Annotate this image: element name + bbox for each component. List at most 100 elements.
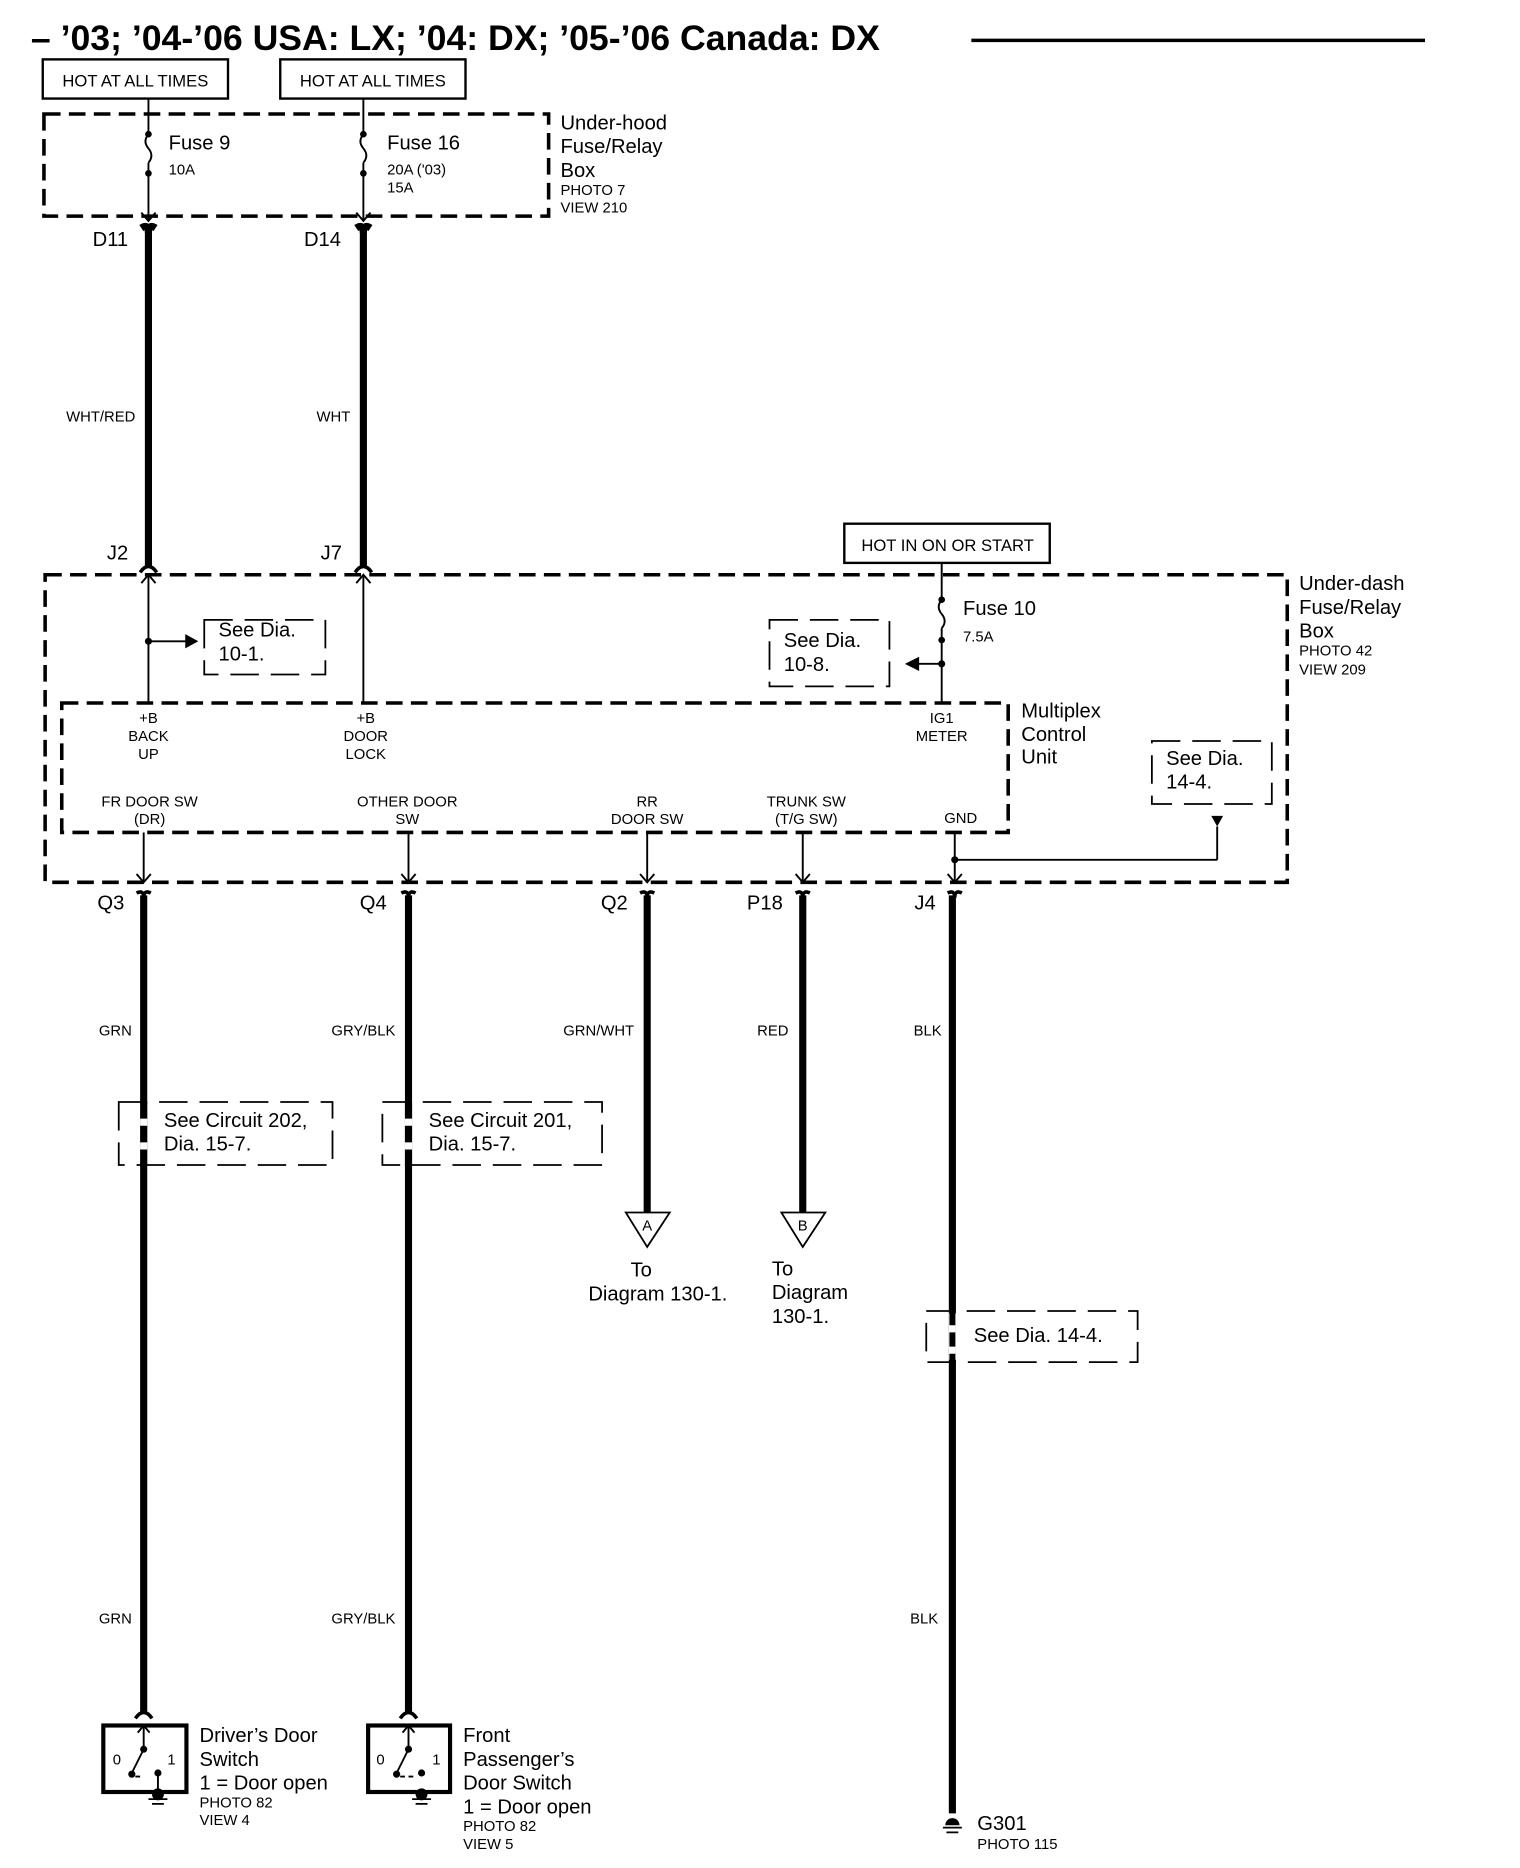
switch-state: 1 = Door open [200, 1773, 328, 1795]
fuse-9-name: Fuse 9 [169, 133, 231, 155]
pin-rr-door-sw: RR DOOR SW [611, 794, 683, 828]
switch-pos-1: 1 [432, 1753, 440, 1769]
ref-see-dia-14-4-inner[interactable]: See Dia. 14-4. [1150, 740, 1273, 805]
terminal-icon [355, 211, 372, 223]
svg-text:METER: METER [916, 729, 968, 745]
connector-q2: Q2 [601, 893, 628, 915]
ref-see-dia-14-4-ground[interactable]: See Dia. 14-4. [925, 1310, 1139, 1365]
switch-name-1: Driver’s Door [200, 1725, 318, 1747]
svg-text:Diagram: Diagram [772, 1282, 848, 1304]
underhood-box-view: VIEW 210 [561, 201, 628, 217]
connector-j2: J2 [107, 542, 128, 564]
svg-text:130-1.: 130-1. [772, 1306, 829, 1328]
underhood-box-photo: PHOTO 7 [561, 183, 626, 199]
fuse-10-name: Fuse 10 [963, 598, 1036, 620]
underhood-box-name-3: Box [561, 160, 596, 182]
wire-color-label: BLK [914, 1024, 942, 1040]
fuse-10-icon [937, 599, 946, 629]
mcu-name-1: Multiplex [1021, 700, 1101, 722]
underhood-box-name-1: Under-hood [561, 112, 668, 134]
pin-gnd: GND [944, 811, 977, 827]
switch-photo: PHOTO 82 [463, 1819, 536, 1835]
wire-p18-red: P18 RED [747, 890, 811, 1213]
svg-text:A: A [642, 1218, 652, 1234]
svg-text:DOOR SW: DOOR SW [611, 812, 683, 828]
fuse-16-rating-2: 15A [387, 180, 413, 196]
drivers-door-switch: 0 1 Driver’s Door Switch 1 = Door open P… [101, 1723, 328, 1829]
svg-text:GND: GND [944, 811, 977, 827]
svg-text:See Dia. 14-4.: See Dia. 14-4. [974, 1325, 1103, 1347]
svg-text:(T/G SW): (T/G SW) [775, 812, 838, 828]
wire-color-label: WHT [317, 410, 351, 426]
svg-text:14-4.: 14-4. [1166, 772, 1212, 794]
wire-d11-j2: D11 WHT/RED J2 [66, 222, 159, 574]
underdash-box-name-2: Fuse/Relay [1299, 597, 1402, 619]
svg-text:B: B [798, 1218, 808, 1234]
underdash-box-photo: PHOTO 42 [1299, 644, 1372, 660]
mcu-name-2: Control [1021, 724, 1086, 746]
wire-color-label: BLK [910, 1611, 938, 1627]
ref-see-circuit-202[interactable]: See Circuit 202, Dia. 15-7. [117, 1101, 334, 1168]
wire-q4-gry-blk: Q4 GRY/BLK GRY/BLK [331, 890, 419, 1720]
offpage-triangle-icon [779, 1211, 827, 1249]
switch-pos-0: 0 [113, 1753, 121, 1769]
pin-fr-door-sw: FR DOOR SW (DR) [101, 794, 197, 828]
front-passenger-door-switch: 0 1 Front Passenger’s Door Switch 1 = Do… [366, 1723, 592, 1853]
pin-b-backup: +B BACK UP [128, 711, 168, 763]
connector-j7: J7 [321, 542, 342, 564]
pin-other-door-sw: OTHER DOOR SW [357, 794, 458, 828]
svg-text:To: To [772, 1258, 793, 1280]
svg-text:Dia. 15-7.: Dia. 15-7. [429, 1134, 516, 1156]
ground-name: G301 [977, 1813, 1026, 1835]
fuse-9-rating: 10A [169, 163, 195, 179]
offpage-connector-a[interactable]: A To Diagram 130-1. [588, 1211, 727, 1305]
wire-color-label: GRY/BLK [331, 1611, 395, 1627]
diagram-title: – ’03; ’04-’06 USA: LX; ’04: DX; ’05-’06… [31, 18, 880, 58]
svg-text:UP: UP [138, 747, 159, 763]
wire-color-label: GRN [99, 1024, 132, 1040]
power-source-hot-at-all-times-1: HOT AT ALL TIMES [41, 58, 230, 100]
power-source-label: HOT AT ALL TIMES [62, 72, 208, 91]
svg-text:LOCK: LOCK [346, 747, 386, 763]
offpage-connector-b[interactable]: B To Diagram 130-1. [772, 1211, 848, 1328]
ref-see-dia-10-1[interactable]: See Dia. 10-1. [203, 619, 327, 676]
svg-text:SW: SW [395, 812, 419, 828]
switch-view: VIEW 5 [463, 1837, 513, 1853]
switch-name-1: Front [463, 1725, 510, 1747]
svg-text:See Dia.: See Dia. [219, 620, 296, 642]
wire-color-label: RED [757, 1024, 788, 1040]
ref-see-circuit-201[interactable]: See Circuit 201, Dia. 15-7. [381, 1101, 603, 1168]
switch-name-2: Passenger’s [463, 1749, 574, 1771]
svg-text:To: To [631, 1260, 652, 1282]
wire-color-label: WHT/RED [66, 410, 135, 426]
underdash-box-name-3: Box [1299, 621, 1334, 643]
connector-d11: D11 [93, 229, 129, 251]
svg-text:TRUNK SW: TRUNK SW [767, 794, 846, 810]
svg-text:(DR): (DR) [134, 812, 165, 828]
ground-photo: PHOTO 115 [977, 1837, 1057, 1853]
connector-q4: Q4 [360, 893, 387, 915]
switch-view: VIEW 4 [200, 1813, 250, 1829]
underdash-fuse-box: Under-dash Fuse/Relay Box PHOTO 42 VIEW … [43, 562, 1405, 885]
svg-text:+B: +B [139, 711, 158, 727]
power-source-hot-at-all-times-2: HOT AT ALL TIMES [279, 58, 467, 100]
fuse-16-name: Fuse 16 [387, 133, 460, 155]
offpage-triangle-icon [624, 1211, 672, 1249]
connector-j4: J4 [914, 893, 935, 915]
svg-text:See Dia.: See Dia. [784, 630, 861, 652]
switch-pos-0: 0 [376, 1753, 384, 1769]
wire-color-label: GRY/BLK [331, 1024, 395, 1040]
switch-name-2: Switch [200, 1749, 259, 1771]
fuse-10-rating: 7.5A [963, 629, 994, 645]
fuse-9-icon [144, 133, 153, 164]
switch-name-3: Door Switch [463, 1773, 572, 1795]
arrow-down-icon [1211, 815, 1224, 827]
svg-text:10-1.: 10-1. [219, 643, 265, 665]
svg-text:See Circuit 201,: See Circuit 201, [429, 1110, 573, 1132]
multiplex-control-unit: Multiplex Control Unit +B BACK UP +B DOO… [59, 700, 1101, 884]
svg-text:Diagram 130-1.: Diagram 130-1. [588, 1283, 727, 1305]
ref-see-dia-10-8[interactable]: See Dia. 10-8. [768, 619, 891, 688]
switch-photo: PHOTO 82 [200, 1795, 273, 1811]
svg-text:IG1: IG1 [930, 711, 954, 727]
